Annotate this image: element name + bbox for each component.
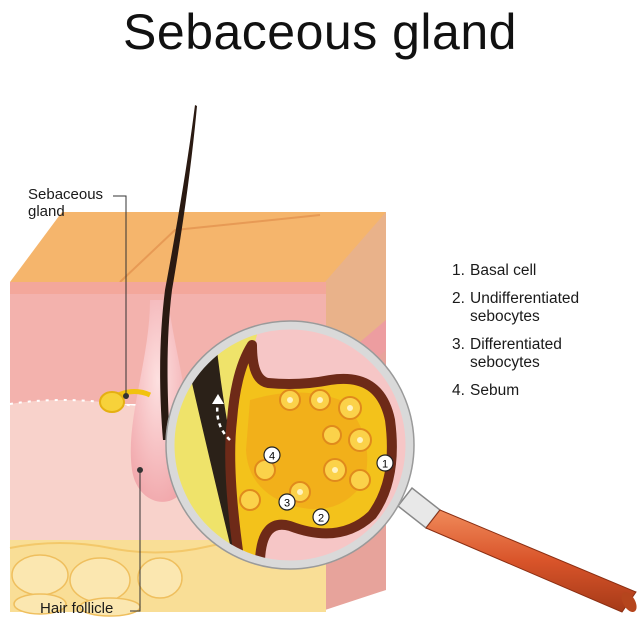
hair-follicle-label: Hair follicle [40,600,114,617]
fat-layer [9,538,327,617]
legend: 1. Basal cell 2. Undifferentiated sebocy… [452,262,610,410]
marker-4: 4 [263,446,281,464]
epidermis-top-surface [10,212,386,282]
legend-number: 2. [452,290,465,307]
legend-item-undifferentiated-sebocytes: 2. Undifferentiated sebocytes [452,290,610,326]
magnified-gland-view [172,327,408,563]
svg-text:4: 4 [269,451,275,463]
skin-crease [119,214,321,283]
legend-item-differentiated-sebocytes: 3. Differentiated sebocytes [452,336,610,372]
magnifier-handle [396,486,637,613]
marker-3: 3 [278,493,296,511]
label-leaders [113,195,143,612]
legend-text: Basal cell [470,262,537,279]
svg-text:1: 1 [382,459,388,471]
legend-text: Differentiated sebocytes [470,336,562,371]
sebaceous-gland-label: Sebaceous gland [28,186,104,220]
hair-shaft [160,105,197,440]
legend-number: 3. [452,336,465,353]
legend-number: 4. [452,382,465,399]
legend-item-basal-cell: 1. Basal cell [452,262,610,280]
legend-text: Sebum [470,382,520,399]
legend-item-sebum: 4. Sebum [452,382,610,400]
svg-text:2: 2 [318,513,324,525]
svg-text:3: 3 [284,498,290,510]
marker-2: 2 [312,508,330,526]
magnifier-rim [165,320,415,570]
marker-1: 1 [376,454,394,472]
page-title: Sebaceous gland [123,4,517,60]
legend-text: Undifferentiated sebocytes [470,290,580,325]
legend-number: 1. [452,262,465,279]
